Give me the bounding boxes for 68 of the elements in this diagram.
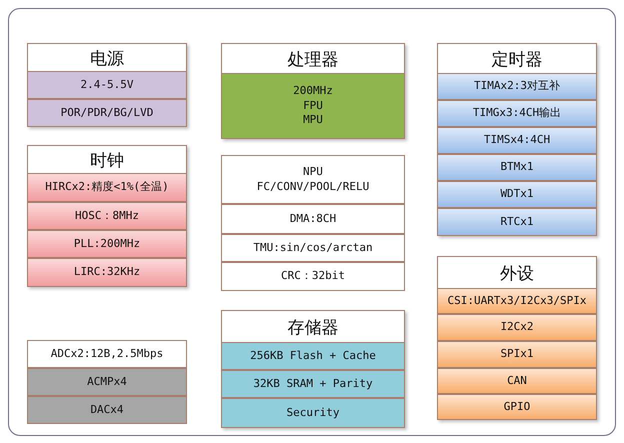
module-row bbox=[221, 370, 405, 398]
module-label: 2.4-5.5V bbox=[80, 78, 134, 92]
module-row bbox=[437, 368, 597, 394]
module-row bbox=[437, 73, 597, 100]
module-row bbox=[221, 73, 405, 139]
module-panel bbox=[221, 310, 405, 428]
panel-title: 处理器 bbox=[288, 48, 338, 70]
module-label: 256KB Flash + Cache bbox=[250, 348, 376, 364]
module-row bbox=[437, 394, 597, 420]
module-label: ADCx2:12B,2.5Mbps bbox=[50, 346, 164, 362]
module-label: HIRCx2:精度<1%(全温) bbox=[45, 180, 169, 195]
module-label: GPIO bbox=[504, 400, 530, 414]
module-row bbox=[27, 368, 187, 396]
module-panel bbox=[27, 43, 187, 127]
module-panel bbox=[27, 145, 187, 287]
module-label: LIRC:32KHz bbox=[74, 265, 140, 280]
module-row bbox=[27, 202, 187, 230]
module-label: TIMSx4:4CH bbox=[484, 133, 550, 148]
module-row bbox=[27, 99, 187, 127]
module-row bbox=[437, 154, 597, 181]
panel-title: 定时器 bbox=[492, 48, 542, 70]
module-label: SPIx1 bbox=[500, 347, 534, 362]
module-row bbox=[437, 314, 597, 341]
module-row bbox=[437, 288, 597, 314]
module-panel bbox=[221, 43, 405, 139]
module-row bbox=[221, 398, 405, 428]
module-label: DACx4 bbox=[90, 402, 124, 418]
module-label: NPU FC/CONV/POOL/RELU bbox=[256, 164, 370, 194]
module-label: TIMAx2:3对互补 bbox=[474, 79, 560, 94]
module-row bbox=[221, 234, 405, 262]
module-label: CAN bbox=[507, 374, 527, 388]
module-label: CRC：32bit bbox=[281, 269, 345, 284]
module-label: CSI:UARTx3/I2Cx3/SPIx bbox=[447, 294, 587, 308]
module-label: HOSC：8MHz bbox=[75, 208, 139, 224]
module-label: POR/PDR/BG/LVD bbox=[60, 106, 154, 120]
module-row bbox=[27, 173, 187, 202]
module-panel bbox=[437, 256, 597, 420]
panel-title: 电源 bbox=[90, 48, 124, 70]
module-label: PLL:200MHz bbox=[74, 236, 140, 252]
module-label: TIMGx3:4CH输出 bbox=[472, 106, 562, 121]
module-panel bbox=[437, 43, 597, 236]
module-label: BTMx1 bbox=[500, 160, 534, 175]
module-label: 32KB SRAM + Parity bbox=[253, 376, 373, 392]
module-label: DMA:8CH bbox=[290, 212, 336, 226]
module-label: RTCx1 bbox=[500, 214, 534, 230]
module-label: I2Cx2 bbox=[500, 320, 534, 335]
module-label: WDTx1 bbox=[500, 187, 534, 202]
module-row bbox=[437, 127, 597, 154]
module-row bbox=[437, 208, 597, 236]
module-label: TMU:sin/cos/arctan bbox=[253, 240, 373, 256]
module-row bbox=[437, 341, 597, 368]
module-row bbox=[437, 100, 597, 127]
module-label: 200MHz FPU MPU bbox=[293, 84, 333, 128]
panel-title: 外设 bbox=[500, 262, 534, 284]
module-row bbox=[437, 181, 597, 208]
module-row bbox=[27, 340, 187, 368]
module-row bbox=[221, 342, 405, 370]
module-label: Security bbox=[286, 406, 340, 420]
module-row bbox=[27, 396, 187, 424]
module-row bbox=[27, 230, 187, 258]
module-label: ACMPx4 bbox=[87, 374, 127, 390]
module-row bbox=[27, 71, 187, 99]
panel-title: 存储器 bbox=[288, 316, 338, 338]
module-row bbox=[221, 155, 405, 204]
module-row bbox=[221, 204, 405, 234]
panel-title: 时钟 bbox=[90, 150, 124, 172]
module-row bbox=[27, 258, 187, 287]
module-row bbox=[221, 262, 405, 291]
